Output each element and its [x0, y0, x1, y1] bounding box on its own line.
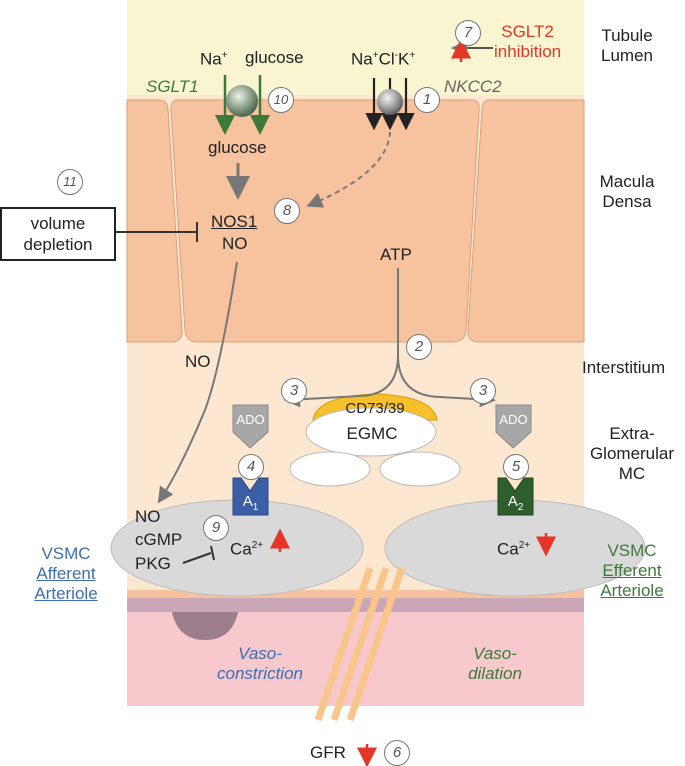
vsmc-pkg-label: PKG	[135, 554, 171, 573]
step-6-badge: 6	[384, 740, 410, 766]
ado-right-label: ADO	[499, 412, 528, 427]
nos1-label: NOS1	[211, 212, 258, 231]
vsmc-efferent-label: VSMC Efferent Arteriole	[600, 541, 664, 600]
no-interstitium-label: NO	[185, 352, 211, 371]
egmc-cell-left	[289, 451, 371, 487]
sglt2-inhibition-label: SGLT2 inhibition	[494, 22, 562, 61]
ion-label: Na+Cl-K+	[351, 49, 416, 69]
egmc-cell	[305, 407, 437, 457]
na-label: Na+	[200, 49, 228, 69]
nkcc2-label: NKCC2	[444, 77, 502, 96]
ca-left-label: Ca2+	[230, 539, 264, 559]
no-cell-label: NO	[222, 234, 248, 253]
vasoconstriction-label: Vaso- constriction	[217, 644, 303, 683]
cell-right	[467, 99, 585, 343]
lumen-bg	[127, 0, 584, 95]
region-egmc: Extra- Glomerular MC	[589, 424, 675, 483]
step-7-badge: 7	[455, 20, 481, 46]
step-8-badge: 8	[274, 198, 300, 224]
step-10-badge: 10	[268, 87, 294, 113]
receptor-a1-icon	[232, 477, 269, 516]
ado-left-label: ADO	[236, 412, 265, 427]
ado-pentagon-icon	[495, 404, 532, 449]
sphere-transporter-icon	[377, 89, 403, 115]
vsmc-cgmp-label: cGMP	[135, 530, 183, 549]
cd73-label: CD73/39	[345, 400, 405, 417]
region-tubule-lumen: Tubule Lumen	[601, 26, 653, 65]
region-macula-densa: Macula Densa	[599, 172, 655, 211]
a2-label: A2	[507, 493, 524, 513]
egmc-label: EGMC	[346, 424, 398, 443]
step-1-badge: 1	[414, 87, 440, 113]
atp-label: ATP	[380, 245, 412, 264]
a1-label: A1	[242, 493, 259, 513]
receptor-a2-icon	[497, 477, 534, 516]
glucose-cell-label: glucose	[208, 138, 267, 157]
region-interstitium: Interstitium	[582, 358, 666, 377]
endothelial-bump	[172, 612, 238, 640]
step-2-badge: 2	[406, 334, 432, 360]
vsmc-afferent-label: VSMC Afferent Arteriole	[34, 544, 98, 603]
step-11-badge: 11	[57, 169, 83, 195]
cell-left	[126, 99, 183, 343]
step-3-right-badge: 3	[470, 378, 496, 404]
sglt1-label: SGLT1	[146, 77, 199, 96]
gfr-label: GFR	[310, 743, 346, 762]
vsmc-no-label: NO	[135, 507, 161, 526]
vsmc-band	[127, 590, 584, 600]
step-9-badge: 9	[203, 515, 229, 541]
gfr-stripes	[314, 566, 406, 722]
vasodilation-label: Vaso- dilation	[468, 644, 522, 683]
step-5-badge: 5	[503, 454, 529, 480]
volume-depletion-box: volume depletion	[0, 207, 116, 261]
egmc-cell-right	[379, 451, 461, 487]
step-3-left-badge: 3	[281, 378, 307, 404]
ca-right-label: Ca2+	[497, 539, 531, 559]
step-4-badge: 4	[238, 454, 264, 480]
sphere-transporter-icon	[226, 85, 258, 117]
cell-middle	[170, 99, 480, 343]
glucose-lumen-label: glucose	[245, 48, 304, 67]
ado-pentagon-icon	[232, 404, 269, 449]
